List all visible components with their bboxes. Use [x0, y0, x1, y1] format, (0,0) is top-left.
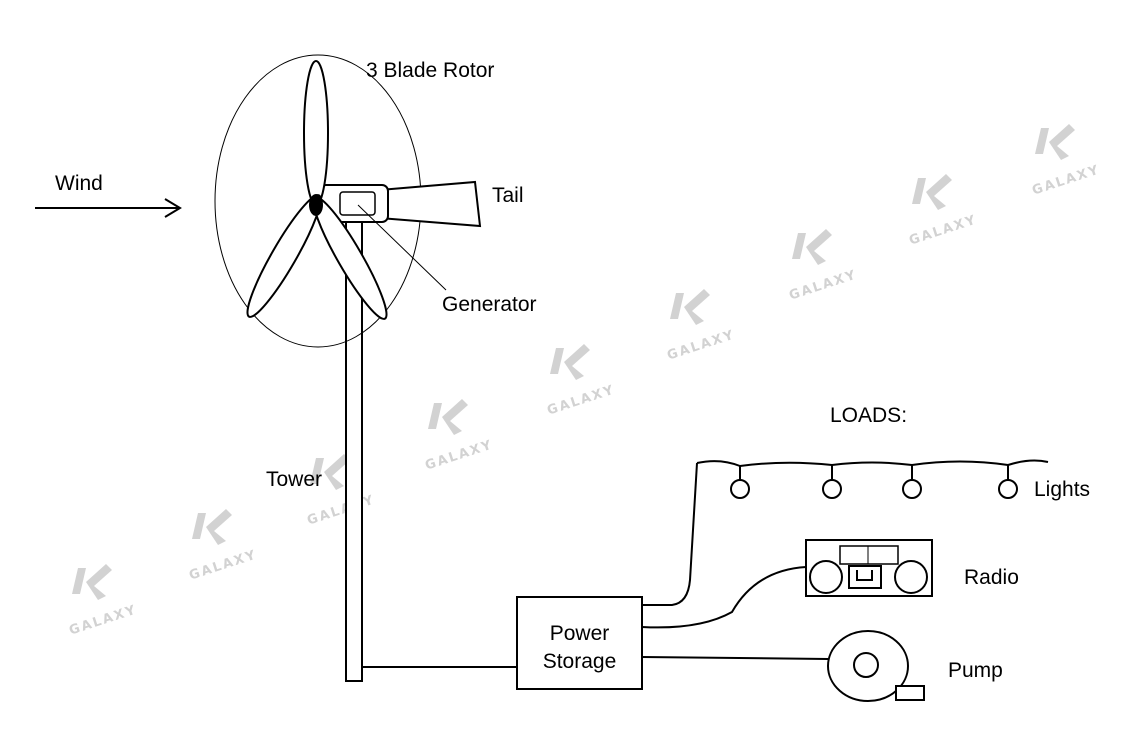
- watermark-mark-icon: [670, 289, 710, 325]
- watermark-text: GALAXY: [545, 382, 617, 418]
- watermark-text: GALAXY: [1030, 162, 1102, 198]
- tower-label: Tower: [266, 468, 322, 491]
- pump-label: Pump: [948, 659, 1003, 682]
- generator: [319, 184, 389, 223]
- radio-icon: [805, 539, 933, 597]
- watermark-logo: GALAXY: [67, 564, 139, 639]
- watermark-layer: GALAXY GALAXY GALAXY GALAXY GALAXY GALAXY GALA…: [67, 124, 1102, 639]
- watermark-mark-icon: [550, 344, 590, 380]
- watermark-text: GALAXY: [907, 212, 979, 248]
- light-bulb: [822, 479, 842, 499]
- radio-label: Radio: [964, 566, 1019, 589]
- rotor-blades: [246, 60, 388, 320]
- watermark-logo: GALAXY: [787, 229, 859, 304]
- tail-label: Tail: [492, 184, 524, 207]
- watermark-text: GALAXY: [787, 267, 859, 303]
- radio-cable: [641, 566, 807, 629]
- light-bulb: [998, 479, 1018, 499]
- generator-leader-line: [357, 204, 447, 291]
- watermark-text: GALAXY: [665, 327, 737, 363]
- watermark-text: GALAXY: [187, 547, 259, 583]
- watermark-mark-icon: [912, 174, 952, 210]
- watermark-mark-icon: [72, 564, 112, 600]
- power-storage-box: [516, 596, 643, 690]
- watermark-logo: GALAXY: [187, 509, 259, 584]
- watermark-logo: GALAXY: [665, 289, 737, 364]
- tail: [379, 180, 482, 228]
- watermark-text: GALAXY: [67, 602, 139, 638]
- watermark-text: GALAXY: [305, 492, 377, 528]
- rotor-label: 3 Blade Rotor: [366, 59, 494, 82]
- watermark-text: GALAXY: [423, 437, 495, 473]
- watermark-logo: GALAXY: [305, 454, 377, 529]
- pump-cable: [641, 656, 829, 660]
- watermark-logo: GALAXY: [1030, 124, 1102, 199]
- generator-label: Generator: [442, 293, 537, 316]
- light-bulb: [902, 479, 922, 499]
- watermark-mark-icon: [192, 509, 232, 545]
- watermark-logo: GALAXY: [545, 344, 617, 419]
- wind-arrow: [35, 198, 182, 218]
- lights-label: Lights: [1034, 478, 1090, 501]
- watermark-logo: GALAXY: [423, 399, 495, 474]
- lights-string: [696, 459, 1049, 499]
- loads-heading: LOADS:: [830, 404, 907, 427]
- watermark-mark-icon: [310, 454, 350, 490]
- power-storage-label-line2: Storage: [543, 650, 617, 673]
- watermark-mark-icon: [792, 229, 832, 265]
- wind-label: Wind: [55, 172, 103, 195]
- power-storage-label-line1: Power: [550, 622, 610, 645]
- watermark-logo: GALAXY: [907, 174, 979, 249]
- watermark-mark-icon: [1035, 124, 1075, 160]
- watermark-mark-icon: [428, 399, 468, 435]
- light-bulb: [730, 479, 750, 499]
- lights-cable: [642, 462, 698, 606]
- pump-icon: [827, 630, 925, 702]
